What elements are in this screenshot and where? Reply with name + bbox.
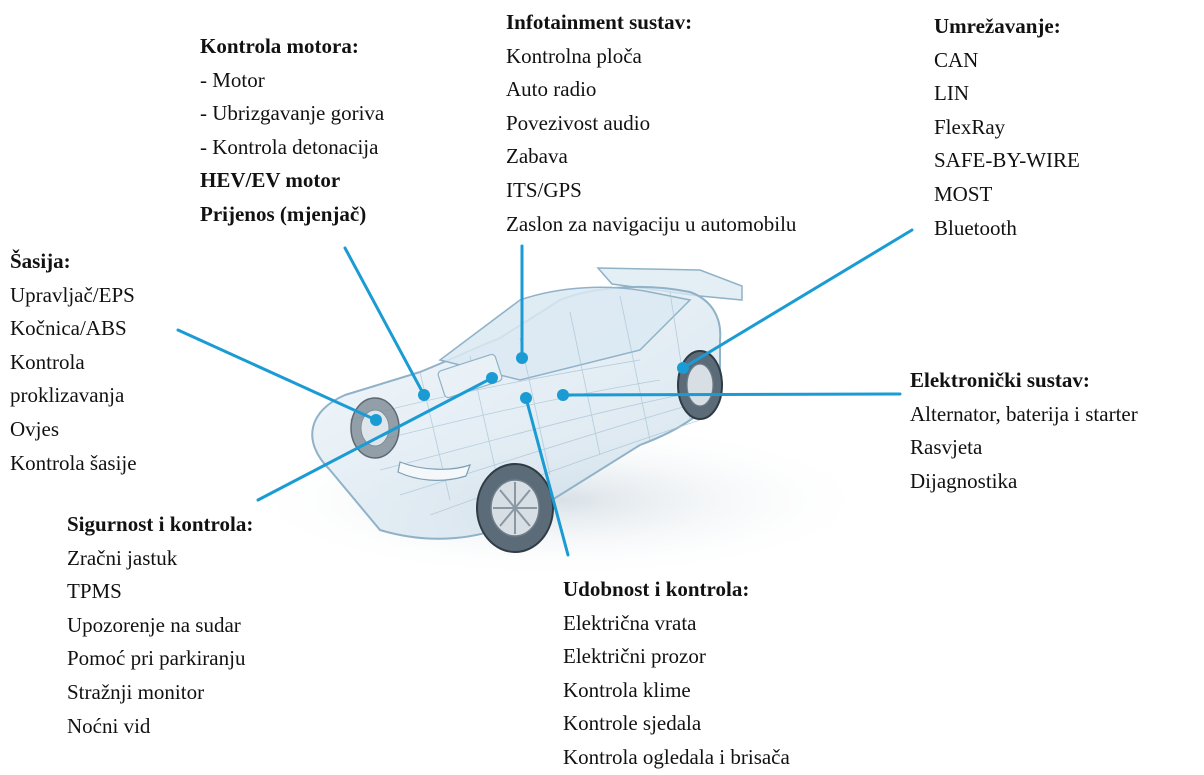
infotainment-item: Kontrolna ploča	[506, 43, 642, 68]
infotainment-title: Infotainment sustav:	[506, 10, 693, 34]
comfort-control-item: Električni prozor	[563, 644, 706, 669]
car-headlight	[397, 461, 471, 481]
networking-item: LIN	[934, 81, 969, 106]
comfort-control-item: Kontrole sjedala	[563, 711, 702, 736]
engine-control-item: - Motor	[200, 67, 265, 92]
comfort-control-title: Udobnost i kontrola:	[563, 577, 750, 601]
car-rear-wheel	[677, 350, 723, 420]
safety-control-title: Sigurnost i kontrola:	[67, 512, 254, 536]
comfort-control-item: Kontrola ogledala i brisača	[563, 744, 790, 769]
leader-line-chassis	[176, 328, 378, 422]
safety-control-item: TPMS	[67, 579, 122, 604]
infotainment-item: Zabava	[506, 144, 568, 169]
chassis-item: Kontrola šasije	[10, 450, 137, 475]
safety-control-item: Noćni vid	[67, 713, 151, 738]
car-front-wheel	[476, 463, 554, 553]
leader-dot-infotainment	[516, 352, 528, 364]
safety-control-item: Stražnji monitor	[67, 679, 205, 704]
chassis-item: Ovjes	[10, 416, 59, 441]
electronic-system-title: Elektronički sustav:	[910, 368, 1090, 392]
electronic-system-item: Rasvjeta	[910, 435, 983, 460]
leader-dot-safety	[486, 372, 498, 384]
leader-line-safety	[256, 376, 494, 502]
networking-item: CAN	[934, 47, 979, 72]
car-engine-block	[437, 353, 503, 399]
leader-dot-engine	[418, 389, 430, 401]
infotainment-group: Infotainment sustav: Kontrolna ploča Aut…	[506, 6, 796, 241]
safety-control-item: Zračni jastuk	[67, 545, 178, 570]
car-windshield	[438, 286, 692, 381]
safety-control-item: Pomoć pri parkiranju	[67, 646, 246, 671]
comfort-control-group: Udobnost i kontrola: Električna vrata El…	[563, 573, 790, 775]
leader-lines	[176, 228, 914, 557]
chassis-item: Kočnica/ABS	[10, 316, 127, 341]
infotainment-item: Auto radio	[506, 77, 597, 102]
chassis-group: Šasija: Upravljač/EPS Kočnica/ABS Kontro…	[10, 245, 137, 480]
comfort-control-item: Kontrola klime	[563, 677, 691, 702]
networking-title: Umrežavanje:	[934, 14, 1061, 38]
leader-line-electronic	[561, 392, 902, 397]
networking-item: MOST	[934, 181, 993, 206]
engine-control-title: Kontrola motora:	[200, 34, 359, 58]
chassis-title: Šasija:	[10, 249, 71, 273]
chassis-item: proklizavanja	[10, 383, 125, 408]
leader-line-networking	[681, 228, 914, 370]
infotainment-item: Povezivost audio	[506, 110, 651, 135]
leader-dots	[370, 352, 689, 426]
electronic-system-item: Dijagnostika	[910, 468, 1018, 493]
car-spoiler	[596, 267, 743, 301]
networking-item: SAFE-BY-WIRE	[934, 148, 1080, 173]
engine-control-group: Kontrola motora: - Motor - Ubrizgavanje …	[200, 30, 384, 232]
electronic-system-item: Alternator, baterija i starter	[910, 401, 1138, 426]
leader-line-engine	[343, 246, 426, 397]
infotainment-item: Zaslon za navigaciju u automobilu	[506, 211, 797, 236]
leader-dot-chassis	[370, 414, 382, 426]
networking-group: Umrežavanje: CAN LIN FlexRay SAFE-BY-WIR…	[934, 10, 1080, 245]
safety-control-item: Upozorenje na sudar	[67, 612, 241, 637]
comfort-control-item: Električna vrata	[563, 610, 697, 635]
transmission-label: Prijenos (mjenjač)	[200, 201, 367, 226]
networking-item: FlexRay	[934, 114, 1006, 139]
electronic-system-group: Elektronički sustav: Alternator, baterij…	[910, 364, 1138, 498]
engine-control-item: - Kontrola detonacija	[200, 134, 379, 159]
infotainment-item: ITS/GPS	[506, 177, 582, 202]
leader-dot-comfort	[520, 392, 532, 404]
hev-ev-motor-label: HEV/EV motor	[200, 168, 341, 193]
chassis-item: Kontrola	[10, 349, 85, 374]
engine-control-item: - Ubrizgavanje goriva	[200, 101, 385, 126]
leader-dot-electronic	[557, 389, 569, 401]
leader-dot-networking	[677, 362, 689, 374]
networking-item: Bluetooth	[934, 215, 1017, 240]
chassis-item: Upravljač/EPS	[10, 282, 135, 307]
leader-line-comfort	[524, 396, 570, 557]
safety-control-group: Sigurnost i kontrola: Zračni jastuk TPMS…	[67, 508, 253, 743]
